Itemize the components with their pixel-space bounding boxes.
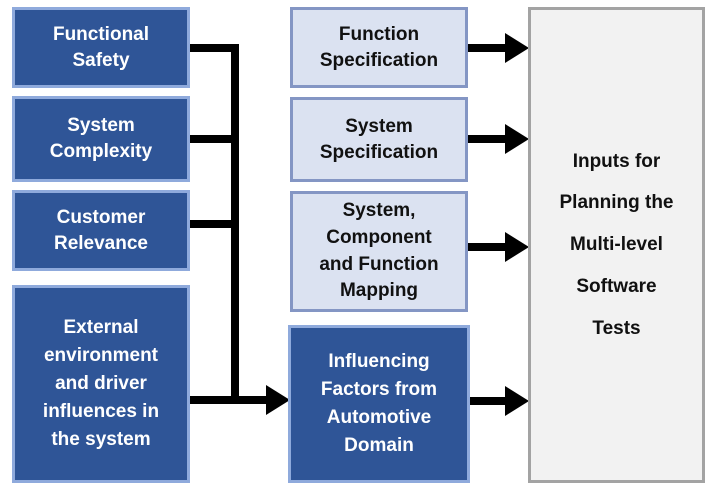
box-system-component-mapping: System, Component and Function Mapping <box>290 191 468 312</box>
box-influencing-factors-label: Influencing Factors from Automotive Doma… <box>320 350 438 457</box>
arrowhead-system-specification <box>505 124 529 154</box>
box-system-component-mapping-label: System, Component and Function Mapping <box>319 199 439 302</box>
arrowhead-system-component-mapping <box>505 232 529 262</box>
arrowhead-influencing-factors <box>505 386 529 416</box>
box-customer-relevance-label: Customer Relevance <box>53 206 148 254</box>
box-functional-safety: Functional Safety <box>12 7 190 88</box>
box-system-specification: System Specification <box>290 97 468 182</box>
box-function-specification-label: Function Specification <box>319 23 439 71</box>
box-functional-safety-label: Functional Safety <box>52 23 150 71</box>
box-external-environment: External environment and driver influenc… <box>12 285 190 483</box>
arrowhead-into-influencing-factors <box>266 385 290 415</box>
box-influencing-factors: Influencing Factors from Automotive Doma… <box>288 325 470 483</box>
box-external-environment-label: External environment and driver influenc… <box>42 316 160 451</box>
box-system-complexity-label: System Complexity <box>49 115 153 162</box>
box-system-complexity: System Complexity <box>12 96 190 182</box>
box-customer-relevance: Customer Relevance <box>12 190 190 271</box>
box-function-specification: Function Specification <box>290 7 468 88</box>
box-inputs-for-planning: Inputs for Planning the Multi-level Soft… <box>528 7 705 483</box>
arrowhead-function-specification <box>505 33 529 63</box>
box-inputs-for-planning-label: Inputs for Planning the Multi-level Soft… <box>559 150 674 339</box>
box-system-specification-label: System Specification <box>319 115 439 163</box>
